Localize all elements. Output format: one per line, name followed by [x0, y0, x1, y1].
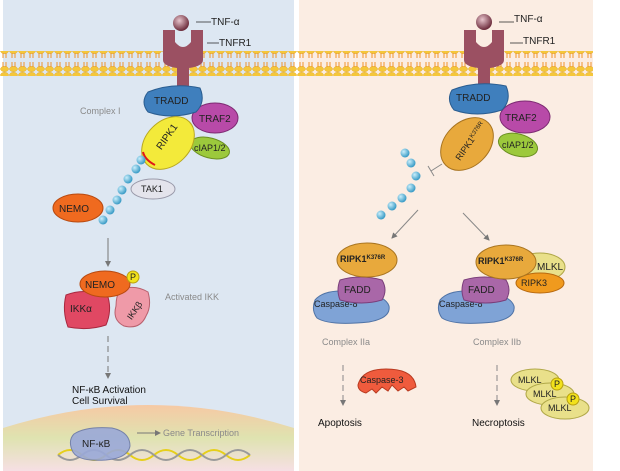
ripk1-mutant-protein-iib [475, 244, 537, 280]
inhibition-bar [427, 163, 443, 177]
necroptosis-label: Necroptosis [472, 418, 525, 429]
mlkl-unit-label: MLKL [533, 389, 557, 399]
tradd-protein-right [448, 83, 509, 115]
nemo-ikk-label: NEMO [85, 280, 115, 291]
traf2-label-right: TRAF2 [505, 113, 537, 124]
tnf-alpha-label: TNF-α [211, 17, 240, 28]
ubiquitin-bead [400, 148, 410, 158]
ripk1-mutant-label-iib: RIPK1K376R [478, 256, 524, 266]
ubiquitin-bead [98, 215, 108, 225]
cell-membrane [0, 51, 593, 76]
ripk1-superscript: K376R [505, 257, 524, 263]
arrow-to-complex-iia [391, 209, 419, 239]
ubiquitin-bead [387, 201, 397, 211]
ubiquitin-bead [112, 195, 122, 205]
left-panel-background [3, 0, 294, 471]
fadd-label: FADD [344, 285, 371, 296]
complex-iia-label: Complex IIa [322, 337, 370, 347]
apoptosis-label: Apoptosis [318, 418, 362, 429]
arrow-to-complex-iib [462, 212, 490, 241]
ubiquitin-bead [136, 155, 146, 165]
ciap-label: cIAP1/2 [194, 143, 226, 153]
nfkb-protein [69, 427, 131, 461]
tnf-alpha-label-right: TNF-α [514, 14, 543, 25]
cell-survival-text: Cell Survival [72, 396, 128, 407]
ubiquitin-bead [376, 210, 386, 220]
ubiquitin-chain-right [376, 148, 421, 220]
right-receptor-group: TNF-α TNFR1 [464, 14, 556, 86]
mlkl-oligomer: MLKL MLKL MLKL P P [510, 368, 590, 420]
caspase3-label: Caspase-3 [360, 375, 404, 385]
ripk1-superscript: K376R [367, 255, 386, 261]
ubiquitin-chain [98, 155, 146, 225]
tak1-protein [130, 178, 176, 200]
nfkb-label: NF-κB [82, 439, 111, 450]
caspase3-protein [357, 368, 417, 394]
ubiquitin-bead [123, 174, 133, 184]
phosphate-badge [550, 377, 564, 391]
ripk1-mutant-protein [440, 117, 494, 171]
nemo-protein [52, 193, 104, 223]
fadd-protein [337, 276, 386, 304]
traf2-protein-right [499, 100, 551, 134]
tradd-label-right: TRADD [456, 93, 490, 104]
ripk1-protein [141, 116, 195, 170]
nfkb-activation-text: NF-κB Activation [72, 385, 146, 396]
tnfr1-label-right: TNFR1 [523, 36, 556, 47]
ubiquitin-bead [406, 158, 416, 168]
ubiquitin-bead [411, 171, 421, 181]
tradd-protein [143, 85, 203, 117]
tnfr1-label: TNFR1 [219, 38, 252, 49]
phosphate-badge [126, 270, 140, 284]
ubiquitin-bead [131, 164, 141, 174]
mlkl-unit-label: MLKL [518, 375, 542, 385]
tak1-label: TAK1 [141, 184, 163, 194]
ikk-alpha-label: IKKα [70, 304, 92, 315]
phosphate-badge [566, 392, 580, 406]
nemo-protein-ikk [79, 270, 131, 298]
ciap-label-right: cIAP1/2 [502, 140, 534, 150]
fadd-label-iib: FADD [468, 285, 495, 296]
tnfr1-receptor [163, 30, 203, 86]
ubiquitin-bead [105, 205, 115, 215]
ripk1-mutant-label-iia: RIPK1K376R [340, 254, 386, 264]
ripk1-text: RIPK1 [478, 256, 505, 266]
ubiquitin-bead [406, 183, 416, 193]
gene-transcription-label: Gene Transcription [163, 428, 239, 438]
phosphate-label: P [554, 379, 560, 389]
mlkl-unit-label: MLKL [548, 403, 572, 413]
activated-ikk-label: Activated IKK [165, 292, 219, 302]
ubiquitination-site [142, 151, 156, 166]
mlkl-label: MLKL [537, 262, 564, 273]
tnf-alpha-ligand [476, 14, 492, 30]
phosphate-label: P [130, 272, 136, 282]
traf2-protein [191, 102, 239, 134]
traf2-label: TRAF2 [199, 114, 231, 125]
phosphate-label: P [570, 394, 576, 404]
tnf-alpha-ligand [173, 15, 189, 31]
tradd-label: TRADD [154, 96, 188, 107]
activated-ikk-complex: IKKα IKKβ NEMO P [63, 270, 151, 330]
ubiquitin-bead [397, 193, 407, 203]
ripk3-label: RIPK3 [521, 278, 547, 288]
ripk1-text: RIPK1 [340, 254, 367, 264]
complex-iib: MLKL RIPK3 Caspase-8 FADD RIPK1K376R [437, 244, 566, 324]
ripk3-protein [515, 272, 565, 294]
caspase8-label: Caspase-8 [314, 299, 358, 309]
complex-iib-label: Complex IIb [473, 337, 521, 347]
nemo-label: NEMO [59, 204, 89, 215]
complex-i-label: Complex I [80, 106, 121, 116]
tnfr1-receptor [464, 30, 504, 86]
left-receptor-group: TNF-α TNFR1 [163, 15, 252, 86]
ripk1-mutant-protein-iia [336, 242, 398, 278]
complex-iia: Caspase-8 FADD RIPK1K376R [312, 242, 398, 324]
caspase8-label-iib: Caspase-8 [439, 299, 483, 309]
ikk-beta-protein [114, 286, 151, 328]
ubiquitin-bead [117, 185, 127, 195]
ciap-protein-right [497, 132, 539, 158]
